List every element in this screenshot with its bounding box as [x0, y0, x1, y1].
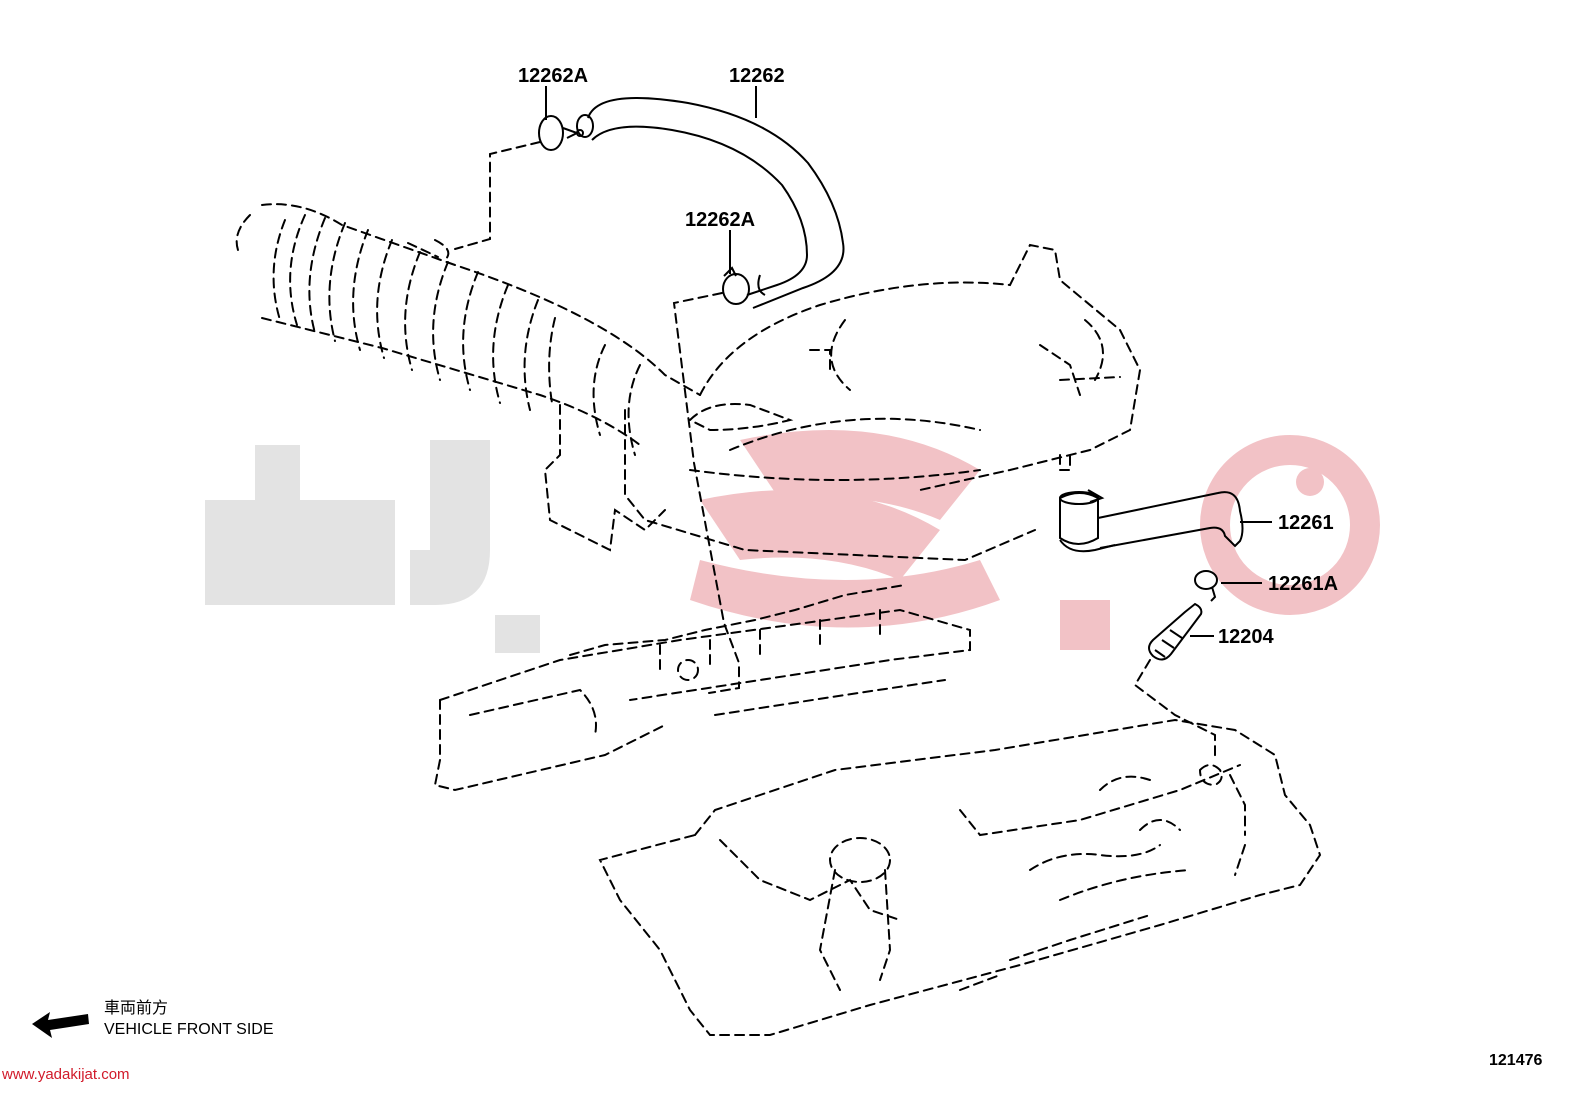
cylinder-head — [433, 584, 971, 792]
ventilation-hose-12262 — [576, 97, 845, 309]
connection-lines — [454, 141, 1246, 876]
pcv-valve-12204 — [1148, 602, 1203, 661]
hose-clip-12261A — [1194, 570, 1218, 602]
watermark-logo — [205, 430, 1380, 653]
part-label-12261: 12261 — [1278, 512, 1334, 534]
vehicle-front-legend: 車両前方 VEHICLE FRONT SIDE — [32, 999, 274, 1038]
intake-plenum — [543, 243, 1142, 562]
hose-clip-12262A-top — [538, 115, 584, 151]
part-label-12261A: 12261A — [1268, 573, 1338, 595]
legend-japanese: 車両前方 — [104, 999, 168, 1017]
cylinder-head-cover — [598, 718, 1322, 1036]
website-url: www.yadakijat.com — [1, 1066, 130, 1083]
part-label-12262A-mid: 12262A — [685, 209, 755, 231]
leader-lines — [545, 86, 1272, 637]
illustration-number: 121476 — [1489, 1052, 1542, 1069]
front-arrow-icon — [32, 1012, 89, 1038]
part-label-12204: 12204 — [1218, 626, 1274, 648]
hose-clip-12262A-mid — [722, 266, 750, 305]
legend-english: VEHICLE FRONT SIDE — [104, 1021, 274, 1038]
part-label-12262: 12262 — [729, 65, 785, 87]
ventilation-hose-12261 — [1059, 489, 1244, 553]
air-intake-hose — [235, 203, 701, 456]
part-label-12262A-top: 12262A — [518, 65, 588, 87]
